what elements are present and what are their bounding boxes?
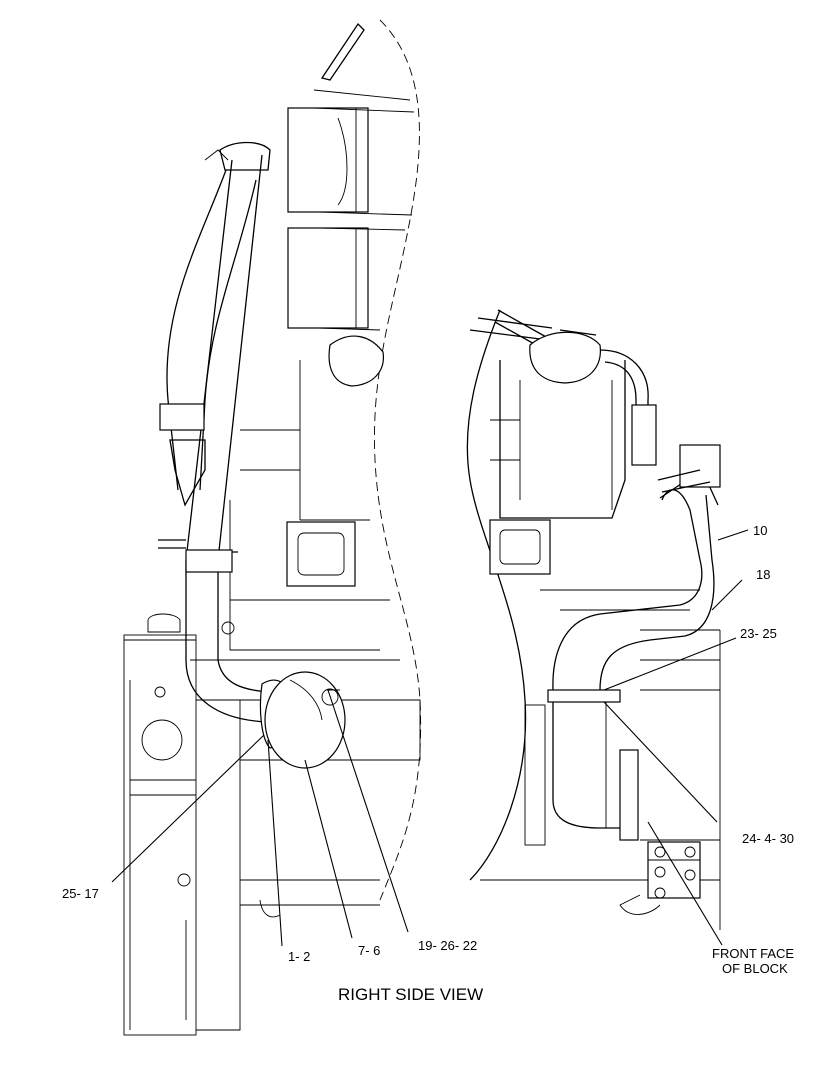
left-bracket-frame — [123, 634, 197, 1036]
upper-housing-bottom — [287, 227, 369, 329]
left-engine-view — [123, 19, 422, 1036]
leader-front-face — [647, 821, 723, 946]
callout-10: 10 — [753, 523, 767, 538]
exhaust-flange — [286, 521, 356, 587]
leader-25-17 — [111, 734, 265, 883]
right-support-plate — [547, 689, 621, 703]
callout-1-2: 1- 2 — [288, 949, 310, 964]
callout-24-4-30: 24- 4- 30 — [742, 831, 794, 846]
callout-7-6: 7- 6 — [358, 943, 380, 958]
right-engine-view — [466, 309, 721, 930]
callout-19-26-22: 19- 26- 22 — [418, 938, 477, 953]
leader-23-25 — [603, 637, 737, 691]
left-clamp-block — [185, 549, 233, 573]
right-break-line — [466, 309, 527, 881]
leader-1-2 — [267, 739, 283, 947]
callout-front-face-line2: OF BLOCK — [722, 961, 788, 976]
left-cover-plate — [328, 335, 384, 387]
callout-labels: 10 18 23- 25 24- 4- 30 FRONT FACE OF BLO… — [62, 523, 794, 976]
lower-round-flange — [264, 671, 346, 769]
upper-housing-top — [287, 107, 369, 213]
left-exhaust-pipe — [185, 159, 269, 723]
left-break-line — [374, 19, 422, 901]
callout-leaders — [111, 529, 749, 947]
callout-25-17: 25- 17 — [62, 886, 99, 901]
leader-10 — [717, 529, 749, 541]
callout-23-25: 23- 25 — [740, 626, 777, 641]
leader-24-4-30 — [603, 701, 718, 823]
leader-18 — [711, 579, 743, 611]
leader-7-6 — [304, 759, 353, 939]
right-exhaust-elbow — [552, 489, 703, 691]
callout-front-face-line1: FRONT FACE — [712, 946, 794, 961]
callout-18: 18 — [756, 567, 770, 582]
view-title: RIGHT SIDE VIEW — [338, 985, 483, 1004]
right-turbo-adapter — [679, 444, 721, 488]
right-cover-plate — [529, 331, 601, 384]
leader-19-26-22 — [327, 689, 409, 933]
